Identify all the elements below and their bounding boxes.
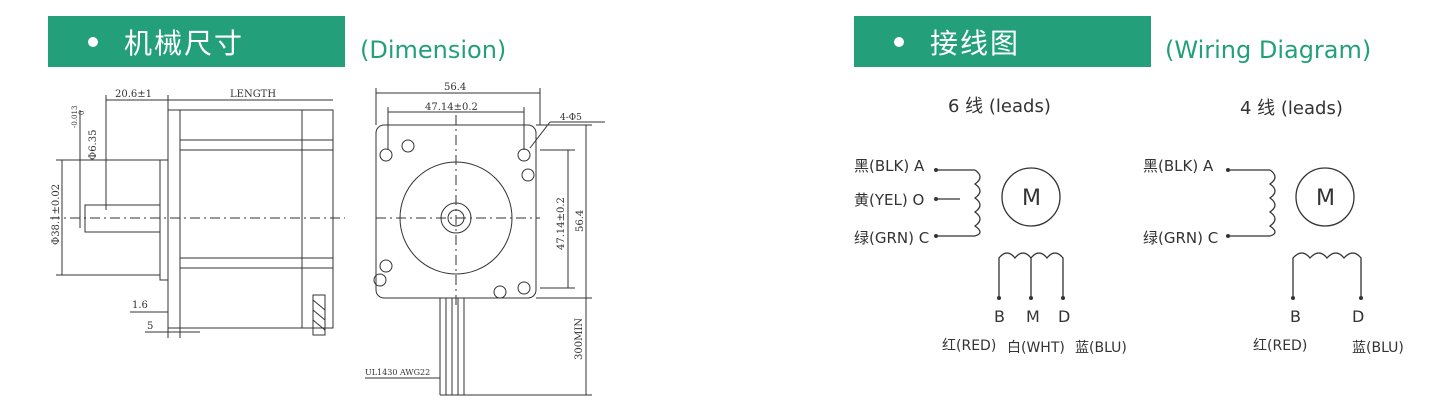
four-d-letter: D — [1352, 307, 1364, 326]
six-b-letter: B — [994, 307, 1005, 326]
bullet-icon — [88, 36, 98, 47]
dim-length: LENGTH — [230, 89, 276, 100]
wiring-subtitle: (Wiring Diagram) — [1165, 36, 1372, 64]
dim-width-total: 56.4 — [444, 82, 466, 93]
six-lead-diagram — [936, 167, 1064, 296]
dim-hole-spacing: 47.14±0.2 — [425, 102, 478, 113]
wiring-header: 接线图 — [854, 16, 1151, 67]
four-motor-label: M — [1316, 186, 1335, 211]
four-b-letter: B — [1290, 307, 1301, 326]
four-motor-circle — [1295, 167, 1355, 227]
dim-shaft-dia: Φ6.35 — [88, 130, 99, 160]
six-m-color: 白(WHT) — [1007, 340, 1065, 356]
six-motor-circle — [1001, 167, 1061, 227]
six-d-letter: D — [1058, 307, 1070, 326]
six-lead-heading: 6 线 (leads) — [948, 96, 1051, 117]
six-a-label: 黑(BLK) A — [854, 157, 925, 175]
four-c-label: 绿(GRN) C — [1143, 229, 1218, 247]
dimension-title: 机械尺寸 — [124, 26, 245, 60]
dim-shaft-tol-top: 0 — [78, 111, 86, 115]
six-c-label: 绿(GRN) C — [854, 229, 929, 247]
dimension-subtitle: (Dimension) — [360, 36, 507, 64]
six-o-label: 黄(YEL) O — [854, 191, 924, 209]
four-a-label: 黑(BLK) A — [1143, 157, 1214, 175]
dim-flange: 1.6 — [132, 300, 148, 311]
dim-shaft-tol-bot: -0.013 — [71, 106, 79, 128]
six-motor-label: M — [1022, 186, 1041, 211]
four-d-color: 蓝(BLU) — [1352, 340, 1404, 356]
dim-pilot-height: 5 — [147, 321, 153, 332]
dim-cable: UL1430 AWG22 — [365, 368, 430, 377]
dim-height-total: 56.4 — [575, 210, 586, 232]
dim-holes: 4-Φ5 — [560, 113, 582, 123]
dim-shaft-length: 20.6±1 — [115, 89, 152, 100]
four-lead-heading: 4 线 (leads) — [1240, 98, 1343, 119]
six-m-letter: M — [1026, 307, 1040, 326]
dim-pilot-dia: Φ38.1±0.02 — [51, 184, 62, 245]
four-lead-diagram — [1228, 167, 1362, 296]
wiring-title: 接线图 — [930, 26, 1021, 60]
six-d-color: 蓝(BLU) — [1075, 340, 1127, 356]
six-b-color: 红(RED) — [942, 338, 996, 354]
bullet-icon — [894, 36, 904, 47]
dim-hole-spacing-v: 47.14±0.2 — [556, 197, 567, 250]
dim-lead-length: 300MIN — [574, 318, 585, 360]
four-b-color: 红(RED) — [1253, 338, 1307, 354]
dimension-header: 机械尺寸 — [48, 16, 345, 67]
